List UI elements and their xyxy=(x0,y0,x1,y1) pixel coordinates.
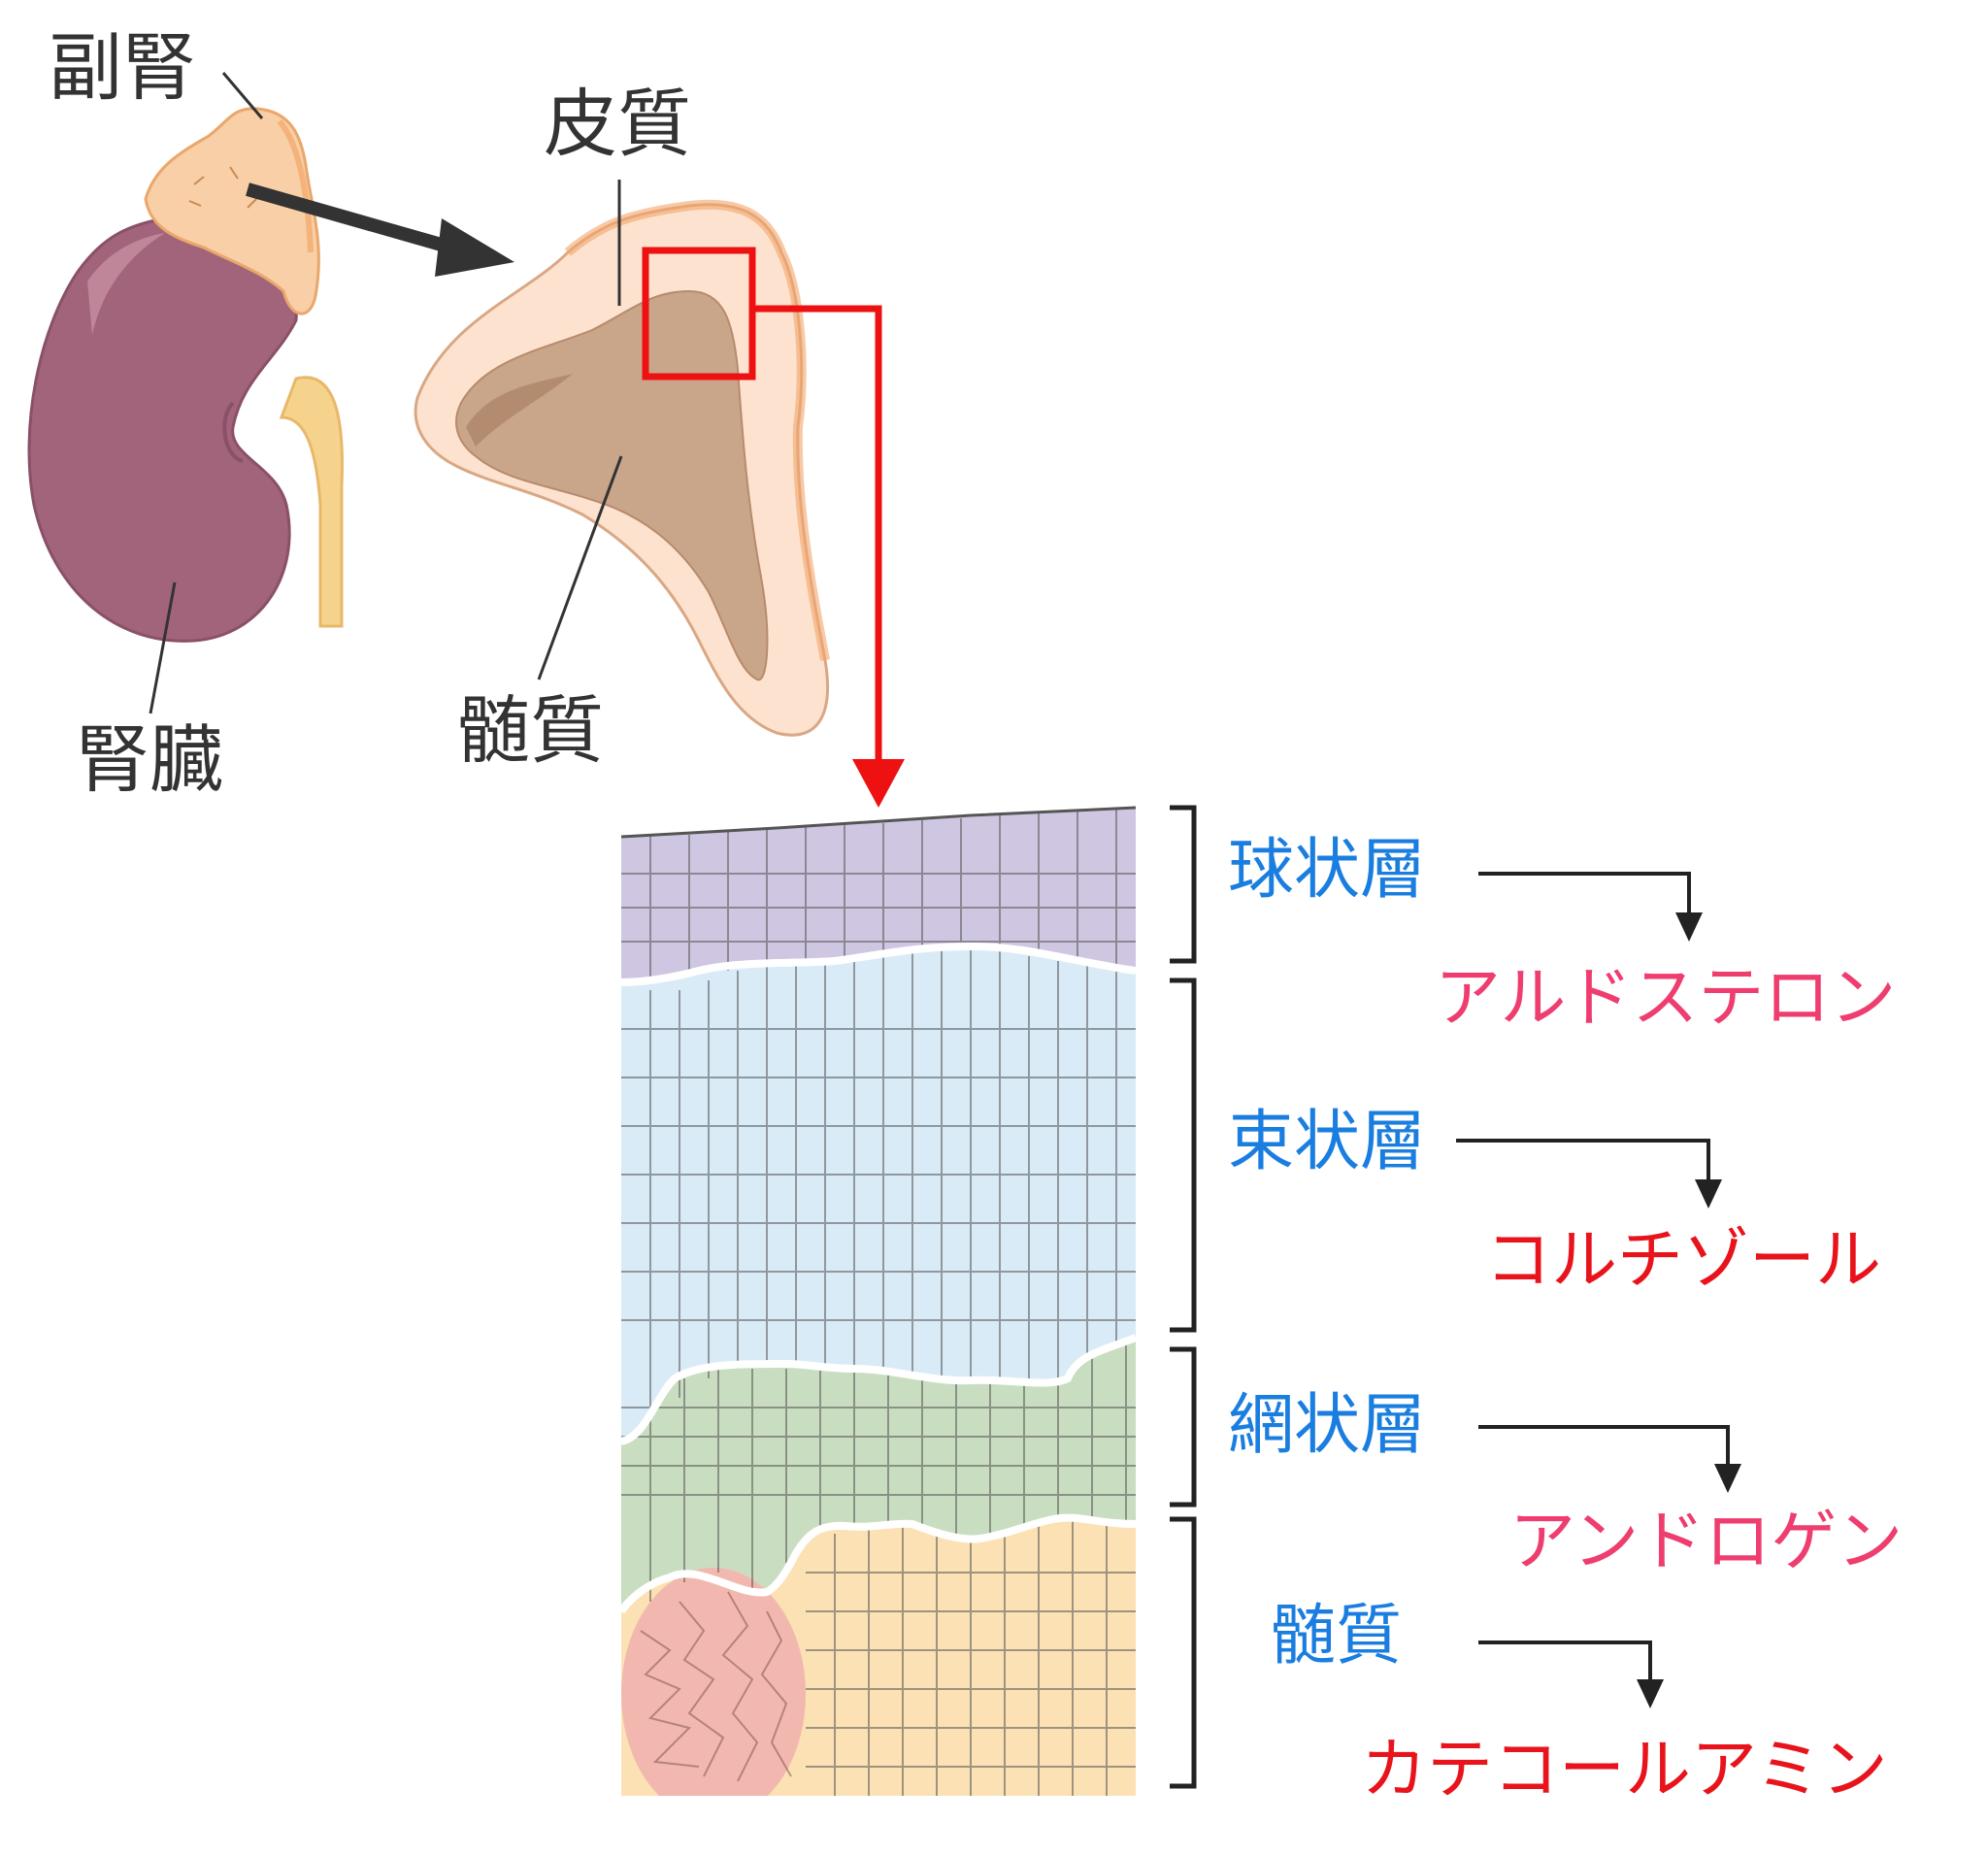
zone-fasciculata xyxy=(621,948,1136,1442)
kidney-hilum xyxy=(222,401,244,463)
kidney-highlight xyxy=(87,233,165,335)
hormone-aldosterone: アルドステロン xyxy=(1435,960,1897,1037)
bracket-fasciculata xyxy=(1170,978,1197,1333)
arrowhead-cortisol xyxy=(1695,1179,1722,1209)
arrow-aldosterone xyxy=(1478,872,1691,917)
arrow-cortisol xyxy=(1456,1139,1710,1184)
hormone-cortisol: コルチゾール xyxy=(1485,1222,1882,1299)
bracket-reticularis xyxy=(1170,1346,1197,1508)
tissue-section xyxy=(621,808,1136,1796)
arrow-androgen xyxy=(1478,1425,1730,1468)
cell-pattern xyxy=(621,810,1136,1796)
kidney-body xyxy=(27,213,298,643)
medullary-vessel xyxy=(621,1568,806,1796)
tissue-top-edge xyxy=(620,806,1137,839)
vessel-pattern xyxy=(640,1591,792,1782)
ureter xyxy=(279,376,344,628)
layer-name-fasciculata: 束状層 xyxy=(1228,1104,1427,1180)
label-kidney: 腎臓 xyxy=(76,716,223,803)
hormone-androgen: アンドロゲン xyxy=(1509,1504,1904,1580)
layer-brackets xyxy=(1170,805,1197,1789)
highlight-box xyxy=(642,247,756,381)
arrowhead-androgen xyxy=(1714,1464,1741,1493)
arrow-catecholamine xyxy=(1478,1641,1652,1684)
hormone-arrows xyxy=(1456,872,1730,1684)
label-adrenal-gland: 副腎 xyxy=(49,24,196,111)
bracket-medulla xyxy=(1170,1516,1197,1789)
label-medulla: 髄質 xyxy=(456,687,604,774)
medulla-leader xyxy=(537,455,623,680)
layer-name-glomerulosa: 球状層 xyxy=(1228,832,1427,909)
kidney-leader xyxy=(149,581,177,714)
label-cortex: 皮質 xyxy=(544,81,691,167)
hormone-catecholamine: カテコールアミン xyxy=(1361,1732,1888,1808)
bracket-glomerulosa xyxy=(1170,805,1197,964)
layer-name-reticularis: 網状層 xyxy=(1228,1387,1427,1464)
outer-capsule xyxy=(564,199,830,661)
highlight-callout xyxy=(642,247,905,808)
zone-glomerulosa xyxy=(621,808,1136,982)
adrenal-cross-section xyxy=(414,199,830,737)
arrowhead-aldosterone xyxy=(1675,912,1703,942)
layer-name-medulla: 髄質 xyxy=(1270,1598,1403,1674)
adrenal-gland-illustration xyxy=(144,72,320,315)
kidney-illustration xyxy=(27,213,344,643)
arrowhead-catecholamine xyxy=(1637,1679,1664,1708)
zoom-arrow xyxy=(246,182,514,277)
